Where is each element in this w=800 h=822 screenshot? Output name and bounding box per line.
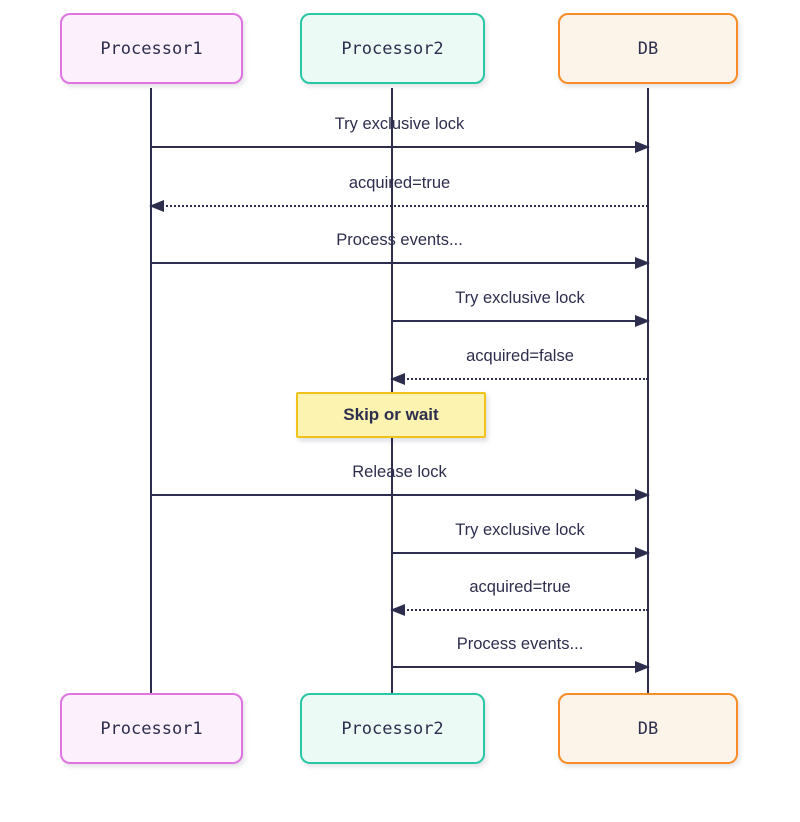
arrowhead-right-icon xyxy=(635,315,650,327)
message-5-arrow xyxy=(390,373,648,385)
actor-top-db: DB xyxy=(558,13,738,84)
actor-label: Processor2 xyxy=(341,718,444,739)
actor-bottom-db: DB xyxy=(558,693,738,764)
message-1-arrow xyxy=(151,141,650,153)
lifeline-processor1 xyxy=(150,88,152,693)
message-2-label: acquired=true xyxy=(348,174,451,192)
actor-label: Processor1 xyxy=(100,718,203,739)
arrowhead-right-icon xyxy=(635,257,650,269)
arrowhead-right-icon xyxy=(635,661,650,673)
arrowhead-right-icon xyxy=(635,547,650,559)
message-6-arrow xyxy=(151,489,650,501)
message-2-arrow xyxy=(149,200,648,212)
lifeline-db xyxy=(647,88,649,693)
message-4-label: Try exclusive lock xyxy=(455,289,585,307)
message-3-arrow xyxy=(151,257,650,269)
lifeline-processor2 xyxy=(391,88,393,693)
arrowhead-left-icon xyxy=(149,200,164,212)
message-7-arrow xyxy=(392,547,650,559)
actor-label: Processor1 xyxy=(100,38,203,59)
actor-bottom-processor1: Processor1 xyxy=(60,693,243,764)
arrowhead-right-icon xyxy=(635,141,650,153)
message-1-label: Try exclusive lock xyxy=(334,115,465,133)
note-label: Skip or wait xyxy=(343,405,439,424)
message-7-label: Try exclusive lock xyxy=(455,521,585,539)
actor-top-processor1: Processor1 xyxy=(60,13,243,84)
actor-label: DB xyxy=(637,38,659,59)
message-3-label: Process events... xyxy=(336,231,463,249)
actor-top-processor2: Processor2 xyxy=(300,13,485,84)
arrowhead-right-icon xyxy=(635,489,650,501)
note-skip-or-wait: Skip or wait xyxy=(296,392,486,438)
message-4-arrow xyxy=(392,315,650,327)
message-8-arrow xyxy=(390,604,648,616)
message-8-label: acquired=true xyxy=(469,578,571,596)
message-9-arrow xyxy=(392,661,650,673)
message-6-label: Release lock xyxy=(352,463,447,481)
arrowhead-left-icon xyxy=(390,373,405,385)
actor-bottom-processor2: Processor2 xyxy=(300,693,485,764)
arrowhead-left-icon xyxy=(390,604,405,616)
message-5-label: acquired=false xyxy=(466,347,574,365)
message-9-label: Process events... xyxy=(456,635,584,653)
actor-label: DB xyxy=(637,718,659,739)
actor-label: Processor2 xyxy=(341,38,444,59)
